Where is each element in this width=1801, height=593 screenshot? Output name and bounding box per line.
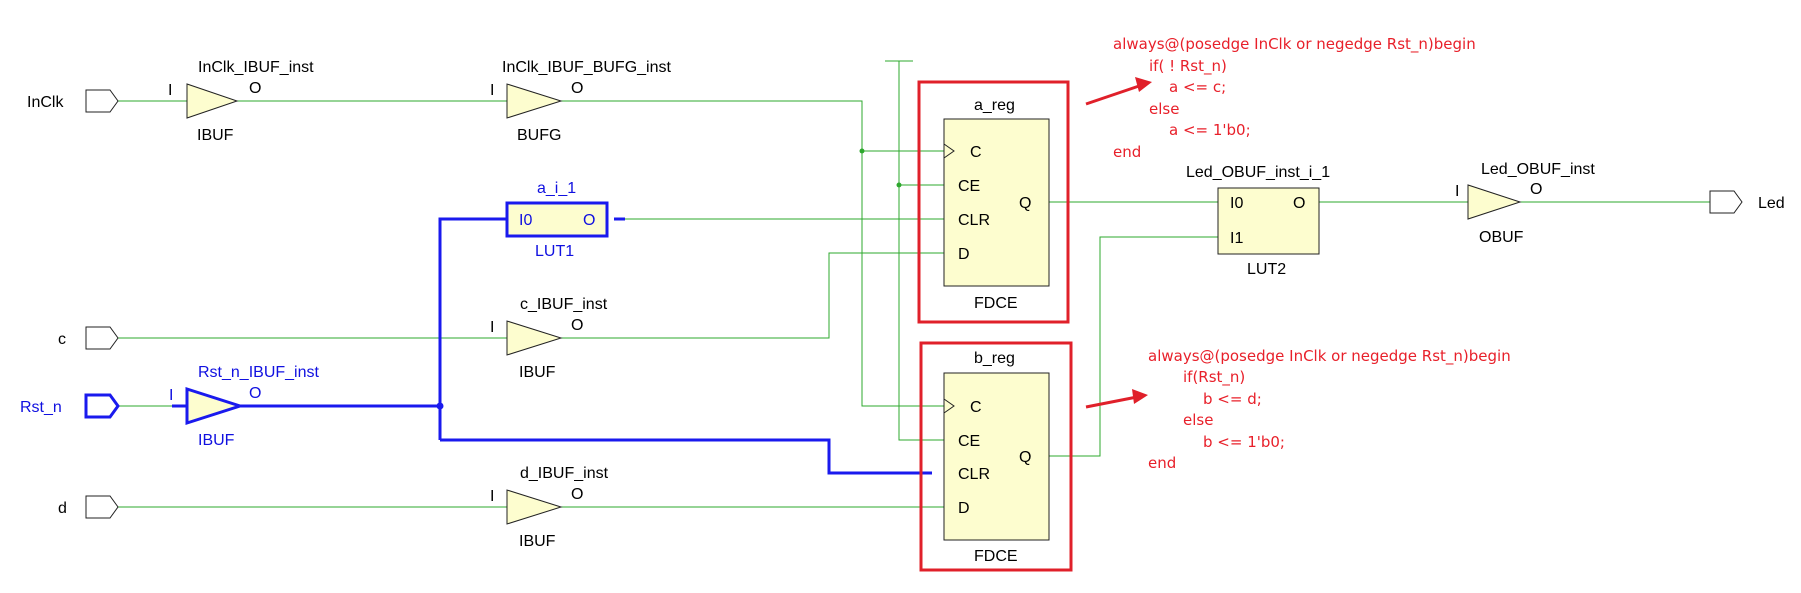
code-line: always@(posedge InClk or negedge Rst_n)b… [1148, 347, 1511, 366]
port-rst-n[interactable]: Rst_n [20, 393, 120, 419]
code-line: else [1149, 100, 1179, 118]
cell-b-reg-type: FDCE [974, 548, 1018, 565]
pin-label: O [249, 80, 261, 97]
pin-label: O [583, 212, 595, 229]
cell-a-reg[interactable]: a_reg C CE CLR D Q FDCE [943, 97, 1050, 312]
cell-led-obuf-inst: Led_OBUF_inst [1481, 161, 1595, 178]
port-d-label: d [58, 500, 67, 517]
cell-c-ibuf[interactable]: c_IBUF_inst I O IBUF [490, 296, 608, 381]
pin-label: Q [1019, 449, 1031, 466]
pin-label: C [970, 399, 982, 416]
cell-led-lut2-inst: Led_OBUF_inst_i_1 [1186, 164, 1330, 181]
port-d[interactable]: d [58, 495, 119, 519]
pin-label: Q [1019, 195, 1031, 212]
net-vcc-ce[interactable] [885, 60, 944, 441]
port-led[interactable]: Led [1709, 190, 1785, 214]
cell-inclk-bufg-inst: InClk_IBUF_BUFG_inst [502, 59, 671, 76]
cell-b-reg-inst: b_reg [974, 350, 1015, 367]
cell-inclk-bufg-type: BUFG [517, 127, 561, 144]
pin-label: O [1530, 181, 1542, 198]
pin-label: D [958, 246, 970, 263]
cell-b-reg[interactable]: b_reg C CE CLR D Q FDCE [943, 350, 1050, 565]
code-line: always@(posedge InClk or negedge Rst_n)b… [1113, 35, 1476, 54]
cell-a-reg-type: FDCE [974, 295, 1018, 312]
cell-a-i-1[interactable]: a_i_1 I0 O LUT1 [505, 180, 609, 260]
cell-inclk-bufg[interactable]: InClk_IBUF_BUFG_inst I O BUFG [490, 59, 671, 144]
reset-net-highlight[interactable] [240, 217, 932, 475]
pin-label: CLR [958, 466, 990, 483]
pin-label: CE [958, 178, 980, 195]
cell-a-reg-inst: a_reg [974, 97, 1015, 114]
net-c-to-a-d[interactable] [561, 252, 944, 339]
code-line: end [1148, 454, 1176, 472]
pin-label: O [571, 486, 583, 503]
cell-inclk-ibuf-inst: InClk_IBUF_inst [198, 59, 314, 76]
cell-led-obuf[interactable]: Led_OBUF_inst I O OBUF [1455, 161, 1595, 246]
cell-d-ibuf-type: IBUF [519, 533, 556, 550]
pin-label: I [490, 82, 494, 99]
pin-label: CLR [958, 212, 990, 229]
code-line: else [1183, 411, 1213, 429]
a-reg-highlight-box [917, 80, 1070, 324]
code-line: a <= 1'b0; [1169, 121, 1251, 139]
port-c[interactable]: c [58, 326, 119, 350]
code-line: b <= d; [1203, 390, 1262, 408]
pin-label: O [1293, 195, 1305, 212]
code-line: if( ! Rst_n) [1149, 57, 1227, 76]
port-rst-n-label: Rst_n [20, 399, 62, 416]
nets [118, 60, 1710, 508]
port-inclk-label: InClk [27, 94, 64, 111]
cell-rst-n-ibuf-inst: Rst_n_IBUF_inst [198, 364, 319, 381]
pin-label: D [958, 500, 970, 517]
pin-label: I1 [1230, 230, 1243, 247]
cell-led-lut2[interactable]: Led_OBUF_inst_i_1 I0 I1 O LUT2 [1186, 164, 1330, 278]
pin-label: I [490, 488, 494, 505]
port-led-label: Led [1758, 195, 1785, 212]
cell-led-lut2-type: LUT2 [1247, 261, 1286, 278]
cell-inclk-ibuf[interactable]: InClk_IBUF_inst I O IBUF [168, 59, 314, 144]
arrow-b-code [1085, 389, 1148, 409]
cell-d-ibuf[interactable]: d_IBUF_inst I O IBUF [490, 465, 609, 550]
pin-label: O [571, 317, 583, 334]
net-b-q[interactable] [1049, 236, 1218, 457]
arrow-a-code [1085, 77, 1152, 106]
code-line: end [1113, 143, 1141, 161]
pin-label: I [169, 387, 173, 404]
pin-label: I [1455, 183, 1459, 200]
pin-label: CE [958, 433, 980, 450]
cell-c-ibuf-inst: c_IBUF_inst [520, 296, 608, 313]
pin-label: I [168, 82, 172, 99]
b-reg-highlight-box [919, 341, 1073, 572]
code-annotation-a: always@(posedge InClk or negedge Rst_n)b… [1113, 35, 1476, 161]
pin-label: C [970, 144, 982, 161]
cell-d-ibuf-inst: d_IBUF_inst [520, 465, 609, 482]
port-inclk[interactable]: InClk [27, 89, 119, 113]
pin-label: I0 [519, 212, 532, 229]
cell-led-obuf-type: OBUF [1479, 229, 1524, 246]
cell-inclk-ibuf-type: IBUF [197, 127, 234, 144]
pin-label: I [490, 319, 494, 336]
code-line: if(Rst_n) [1183, 368, 1245, 387]
pin-label: O [249, 385, 261, 402]
cell-a-i-1-type: LUT1 [535, 243, 574, 260]
cell-rst-n-ibuf[interactable]: Rst_n_IBUF_inst I O IBUF [169, 364, 319, 449]
cell-c-ibuf-type: IBUF [519, 364, 556, 381]
code-line: a <= c; [1169, 78, 1226, 96]
port-c-label: c [58, 331, 66, 348]
code-line: b <= 1'b0; [1203, 433, 1285, 451]
cell-rst-n-ibuf-type: IBUF [198, 432, 235, 449]
cell-a-i-1-inst: a_i_1 [537, 180, 576, 197]
code-annotation-b: always@(posedge InClk or negedge Rst_n)b… [1148, 347, 1511, 472]
pin-label: I0 [1230, 195, 1243, 212]
pin-label: O [571, 80, 583, 97]
